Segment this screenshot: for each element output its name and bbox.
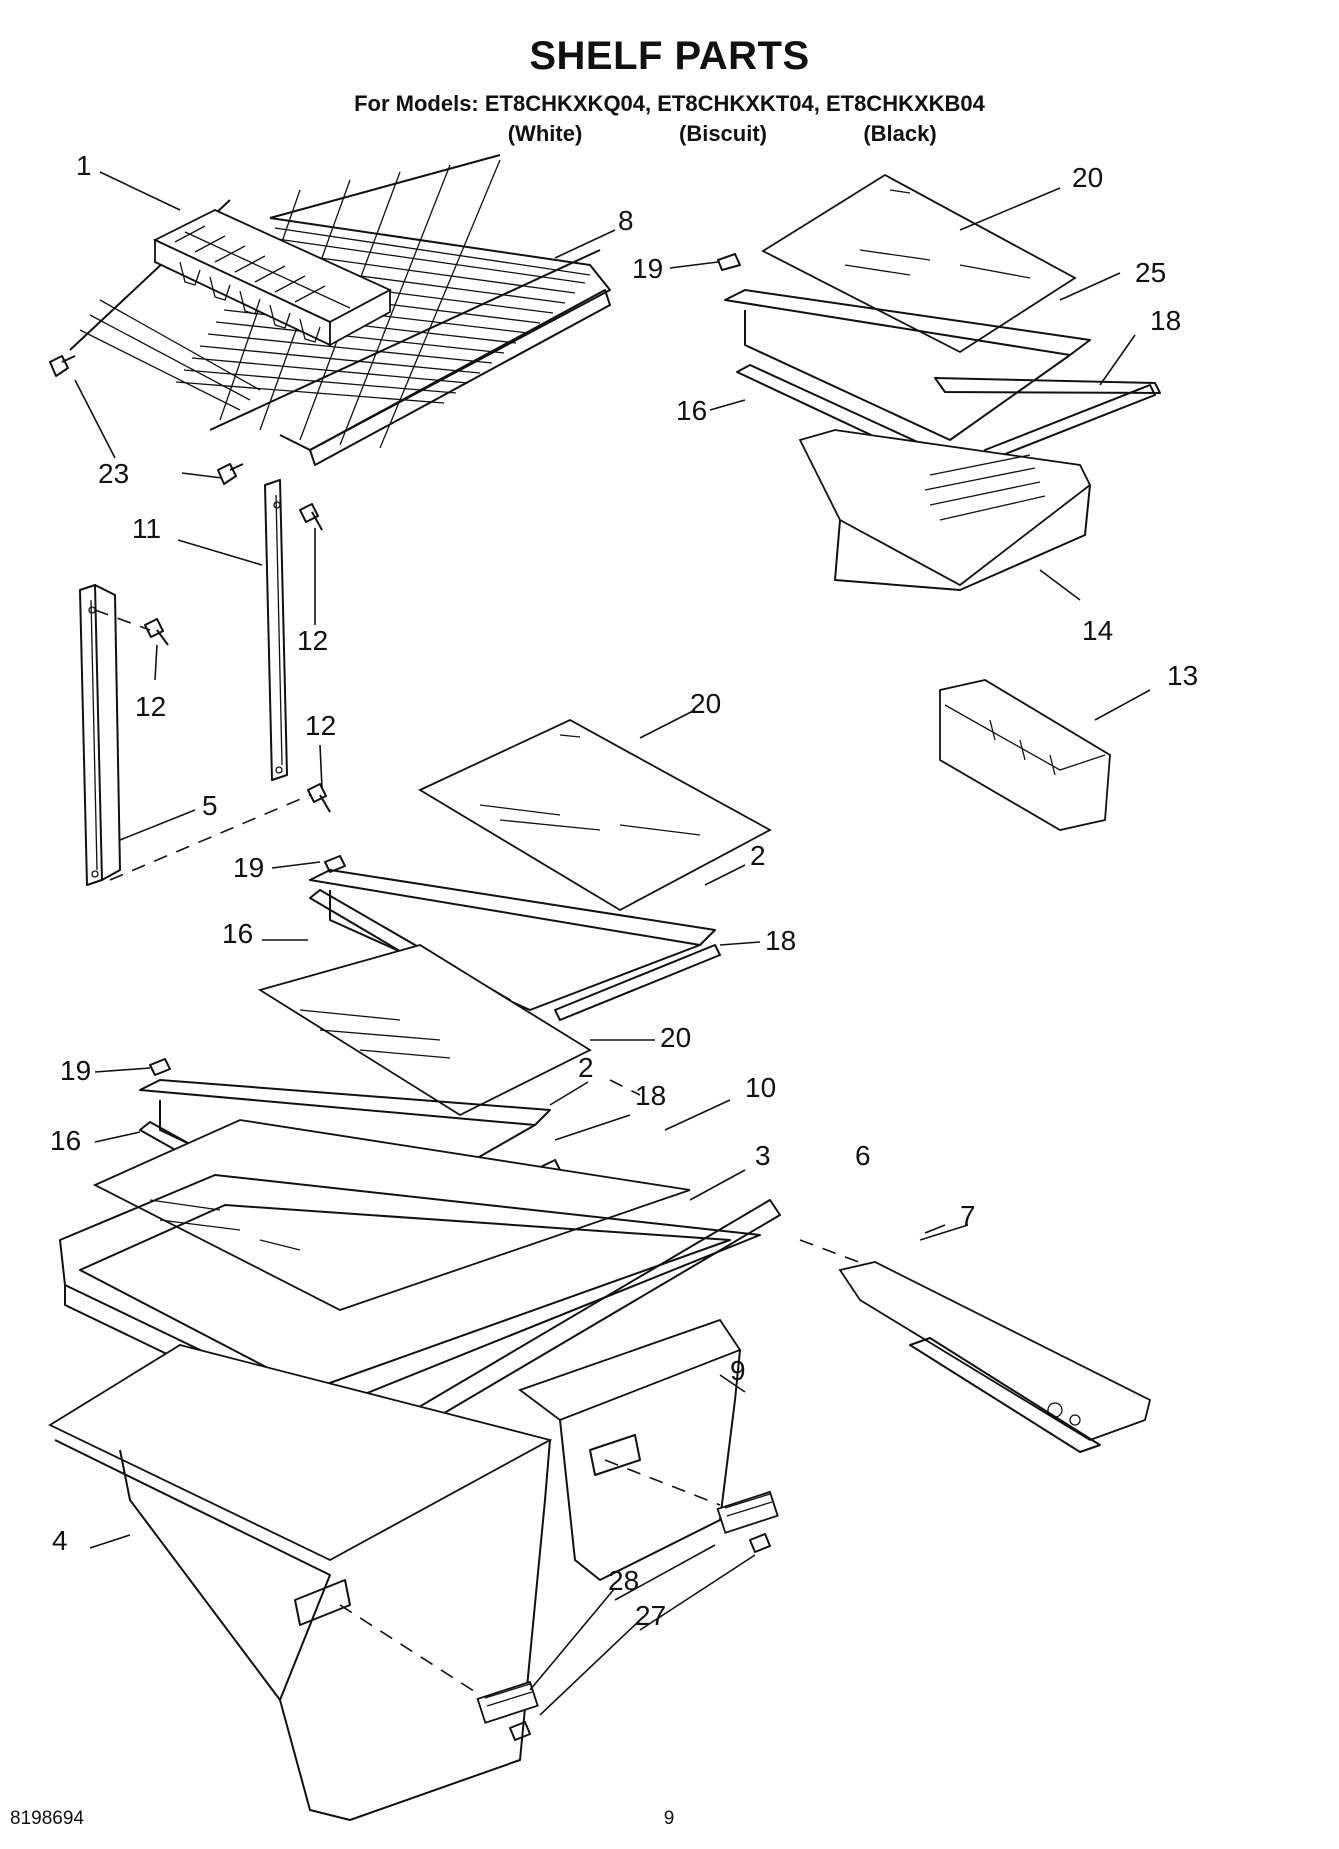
callout-18-upper: 18 bbox=[1150, 305, 1181, 336]
callout-18-middle: 18 bbox=[765, 925, 796, 956]
callout-12-c: 12 bbox=[305, 710, 336, 741]
callout-19-lower: 19 bbox=[60, 1055, 91, 1086]
variant-biscuit: (Biscuit) bbox=[679, 121, 767, 146]
callout-14: 14 bbox=[1082, 615, 1113, 646]
callout-28: 28 bbox=[608, 1565, 639, 1596]
callout-20-lower: 20 bbox=[660, 1022, 691, 1053]
callout-8: 8 bbox=[618, 205, 634, 236]
callout-12-a: 12 bbox=[297, 625, 328, 656]
document-number: 8198694 bbox=[10, 1808, 84, 1829]
callout-16-upper: 16 bbox=[676, 395, 707, 426]
callout-23-a: 23 bbox=[98, 458, 129, 489]
crisper-drawer-right bbox=[518, 1318, 742, 1581]
utility-bin bbox=[939, 679, 1111, 831]
callout-10: 10 bbox=[745, 1072, 776, 1103]
screw bbox=[144, 503, 331, 813]
page-title: SHELF PARTS bbox=[529, 34, 810, 78]
callout-20-upper: 20 bbox=[1072, 162, 1103, 193]
callout-3: 3 bbox=[755, 1140, 771, 1171]
upper-deli-shelf bbox=[717, 173, 1161, 461]
callout-12-b: 12 bbox=[135, 691, 166, 722]
drawer-badge bbox=[476, 1490, 779, 1724]
crisper-rail bbox=[838, 1261, 1152, 1453]
callout-13: 13 bbox=[1167, 660, 1198, 691]
shelf-ladder-right bbox=[264, 479, 288, 781]
callout-19-middle: 19 bbox=[233, 852, 264, 883]
deli-drawer bbox=[798, 429, 1092, 591]
callout-16-lower: 16 bbox=[50, 1125, 81, 1156]
wire-shelf bbox=[69, 154, 611, 466]
page-number: 9 bbox=[663, 1808, 675, 1829]
crisper-drawer-left bbox=[48, 1344, 553, 1821]
callout-18-lower: 18 bbox=[635, 1080, 666, 1111]
callout-25: 25 bbox=[1135, 257, 1166, 288]
callout-leaders bbox=[74, 171, 1151, 1716]
variant-white: (White) bbox=[507, 121, 583, 146]
badge-clip bbox=[509, 1533, 771, 1741]
ice-cube-tray bbox=[152, 209, 393, 347]
callout-16-middle: 16 bbox=[222, 918, 253, 949]
crisper-cover bbox=[59, 1119, 761, 1431]
callout-5: 5 bbox=[202, 790, 218, 821]
callout-2-lower: 2 bbox=[578, 1052, 594, 1083]
callout-6: 6 bbox=[855, 1140, 871, 1171]
callout-27: 27 bbox=[635, 1600, 666, 1631]
callout-20-middle: 20 bbox=[690, 688, 721, 719]
callout-7: 7 bbox=[960, 1200, 976, 1231]
variant-black: (Black) bbox=[863, 121, 937, 146]
shelf-ladder-left bbox=[79, 584, 121, 886]
callout-11: 11 bbox=[132, 513, 161, 544]
callout-2-middle: 2 bbox=[750, 840, 766, 871]
callout-9: 9 bbox=[730, 1355, 746, 1386]
callout-19-upper: 19 bbox=[632, 253, 663, 284]
model-list: For Models: ET8CHKXKQ04, ET8CHKXKT04, ET… bbox=[354, 91, 985, 116]
callout-4: 4 bbox=[52, 1525, 68, 1556]
shelf-stud bbox=[49, 355, 244, 485]
callout-numbers: 1 8 23 23 20 19 25 18 16 14 11 12 12 12 … bbox=[50, 150, 1198, 1631]
callout-1: 1 bbox=[76, 150, 92, 181]
